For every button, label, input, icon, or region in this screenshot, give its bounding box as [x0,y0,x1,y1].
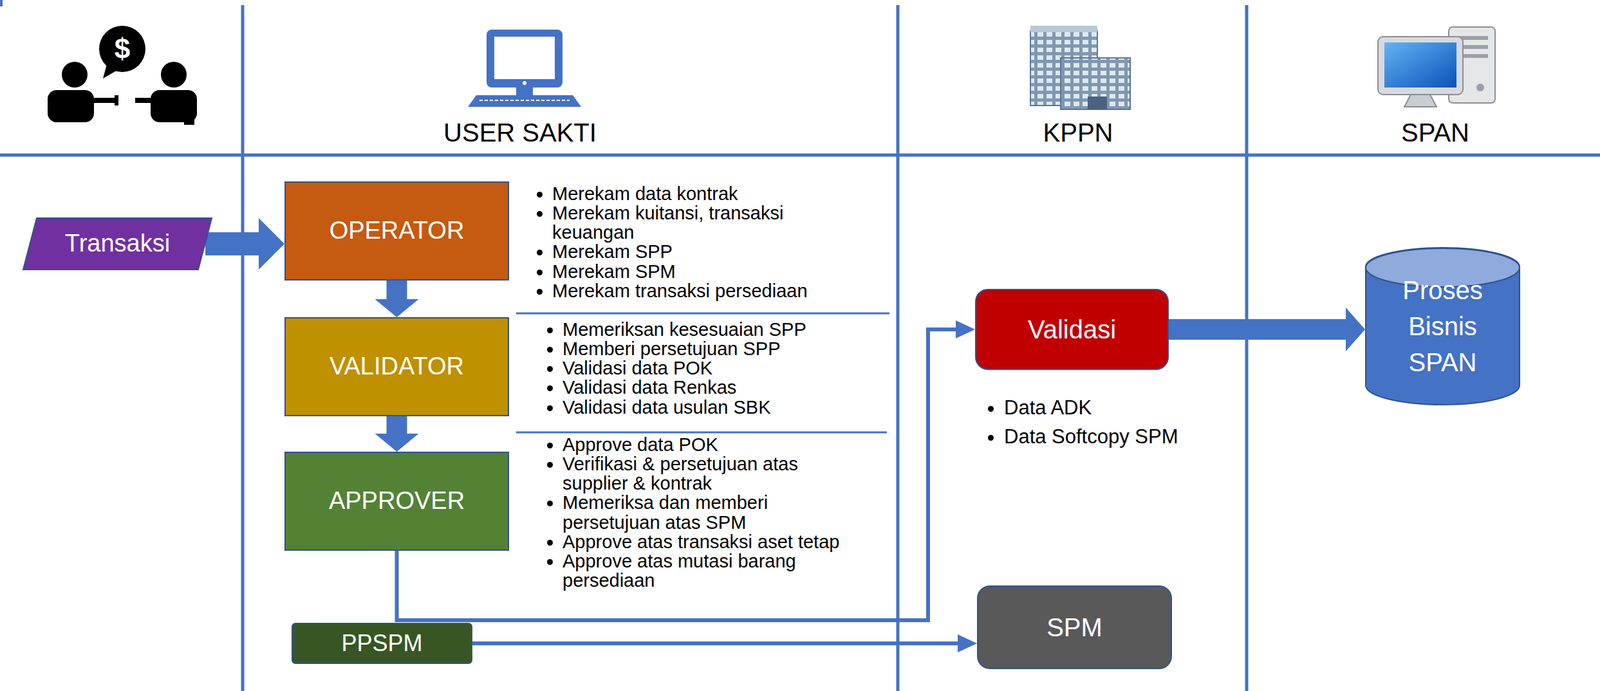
role-box: VALIDATOR [284,317,510,417]
header-rule [0,153,1600,158]
task-item: Merekam kuitansi, transaksi keuangan [552,203,837,242]
task-item: Validasi data POK [562,358,869,378]
database-cylinder: Proses Bisnis SPAN [1365,247,1521,405]
task-item: Memeriksan kesesuaian SPP [562,319,869,340]
cylinder-body [1365,247,1520,405]
column-rule [1245,5,1249,691]
node-label: SPM [1046,612,1103,643]
task-item: Merekam transaksi persediaan [552,281,837,301]
task-item: Approve data POK [562,435,856,455]
task-list: Approve data POKVerifikasi & persetujuan… [534,435,856,591]
task-list: Memeriksan kesesuaian SPPMemberi persetu… [534,319,869,418]
column-header: SPAN [1401,119,1470,146]
task-item: Validasi data usulan SBK [562,397,869,418]
node-label: Validasi [1027,314,1117,345]
corner-mark [0,0,3,7]
role-box: PPSPM [291,623,473,665]
transaction-icon [42,25,197,127]
column-header: KPPN [1043,119,1114,146]
column-rule [896,5,900,691]
node-label: OPERATOR [329,216,465,246]
node-label: Proses Bisnis SPAN [1394,272,1492,381]
data-list: Data ADKData Softcopy SPM [975,393,1234,452]
task-item: Merekam SPP [552,241,837,262]
node-label: Transaksi [65,229,170,259]
block-arrow [375,280,419,318]
task-item: Verifikasi & persetujuan atas supplier &… [562,454,856,494]
task-item: Data ADK [1004,393,1234,423]
task-item: Merekam SPM [552,261,837,282]
task-item: Approve atas mutasi barang persediaan [562,551,856,591]
node-label: VALIDATOR [329,352,465,382]
process-box: Validasi [975,288,1169,371]
server-icon [1377,27,1496,107]
list-separator [516,431,887,434]
flow-arrow [472,641,970,646]
role-box: APPROVER [284,451,510,551]
output-box: SPM [976,585,1173,670]
role-box: OPERATOR [284,181,510,281]
column-rule [241,5,245,691]
task-item: Memberi persetujuan SPP [562,339,869,359]
block-arrow [375,416,419,452]
task-item: Validasi data Renkas [562,377,869,398]
column-header: USER SAKTI [443,119,597,146]
list-separator [516,312,890,315]
task-list: Merekam data kontrakMerekam kuitansi, tr… [523,184,837,301]
input-parallelogram: Transaksi [22,217,213,271]
block-arrow [1168,307,1366,352]
computer-icon [467,29,582,107]
parallelogram-shape [23,218,212,270]
node-label: PPSPM [341,630,423,657]
node-label: APPROVER [328,487,465,516]
task-item: Memeriksa dan memberi persetujuan atas S… [562,493,856,532]
task-item: Approve atas transaksi aset tetap [562,532,856,552]
task-item: Data Softcopy SPM [1004,422,1234,452]
task-item: Merekam data kontrak [552,184,837,204]
currency-symbol: $ [114,34,131,64]
building-icon [1030,25,1131,110]
block-arrow [205,218,285,270]
